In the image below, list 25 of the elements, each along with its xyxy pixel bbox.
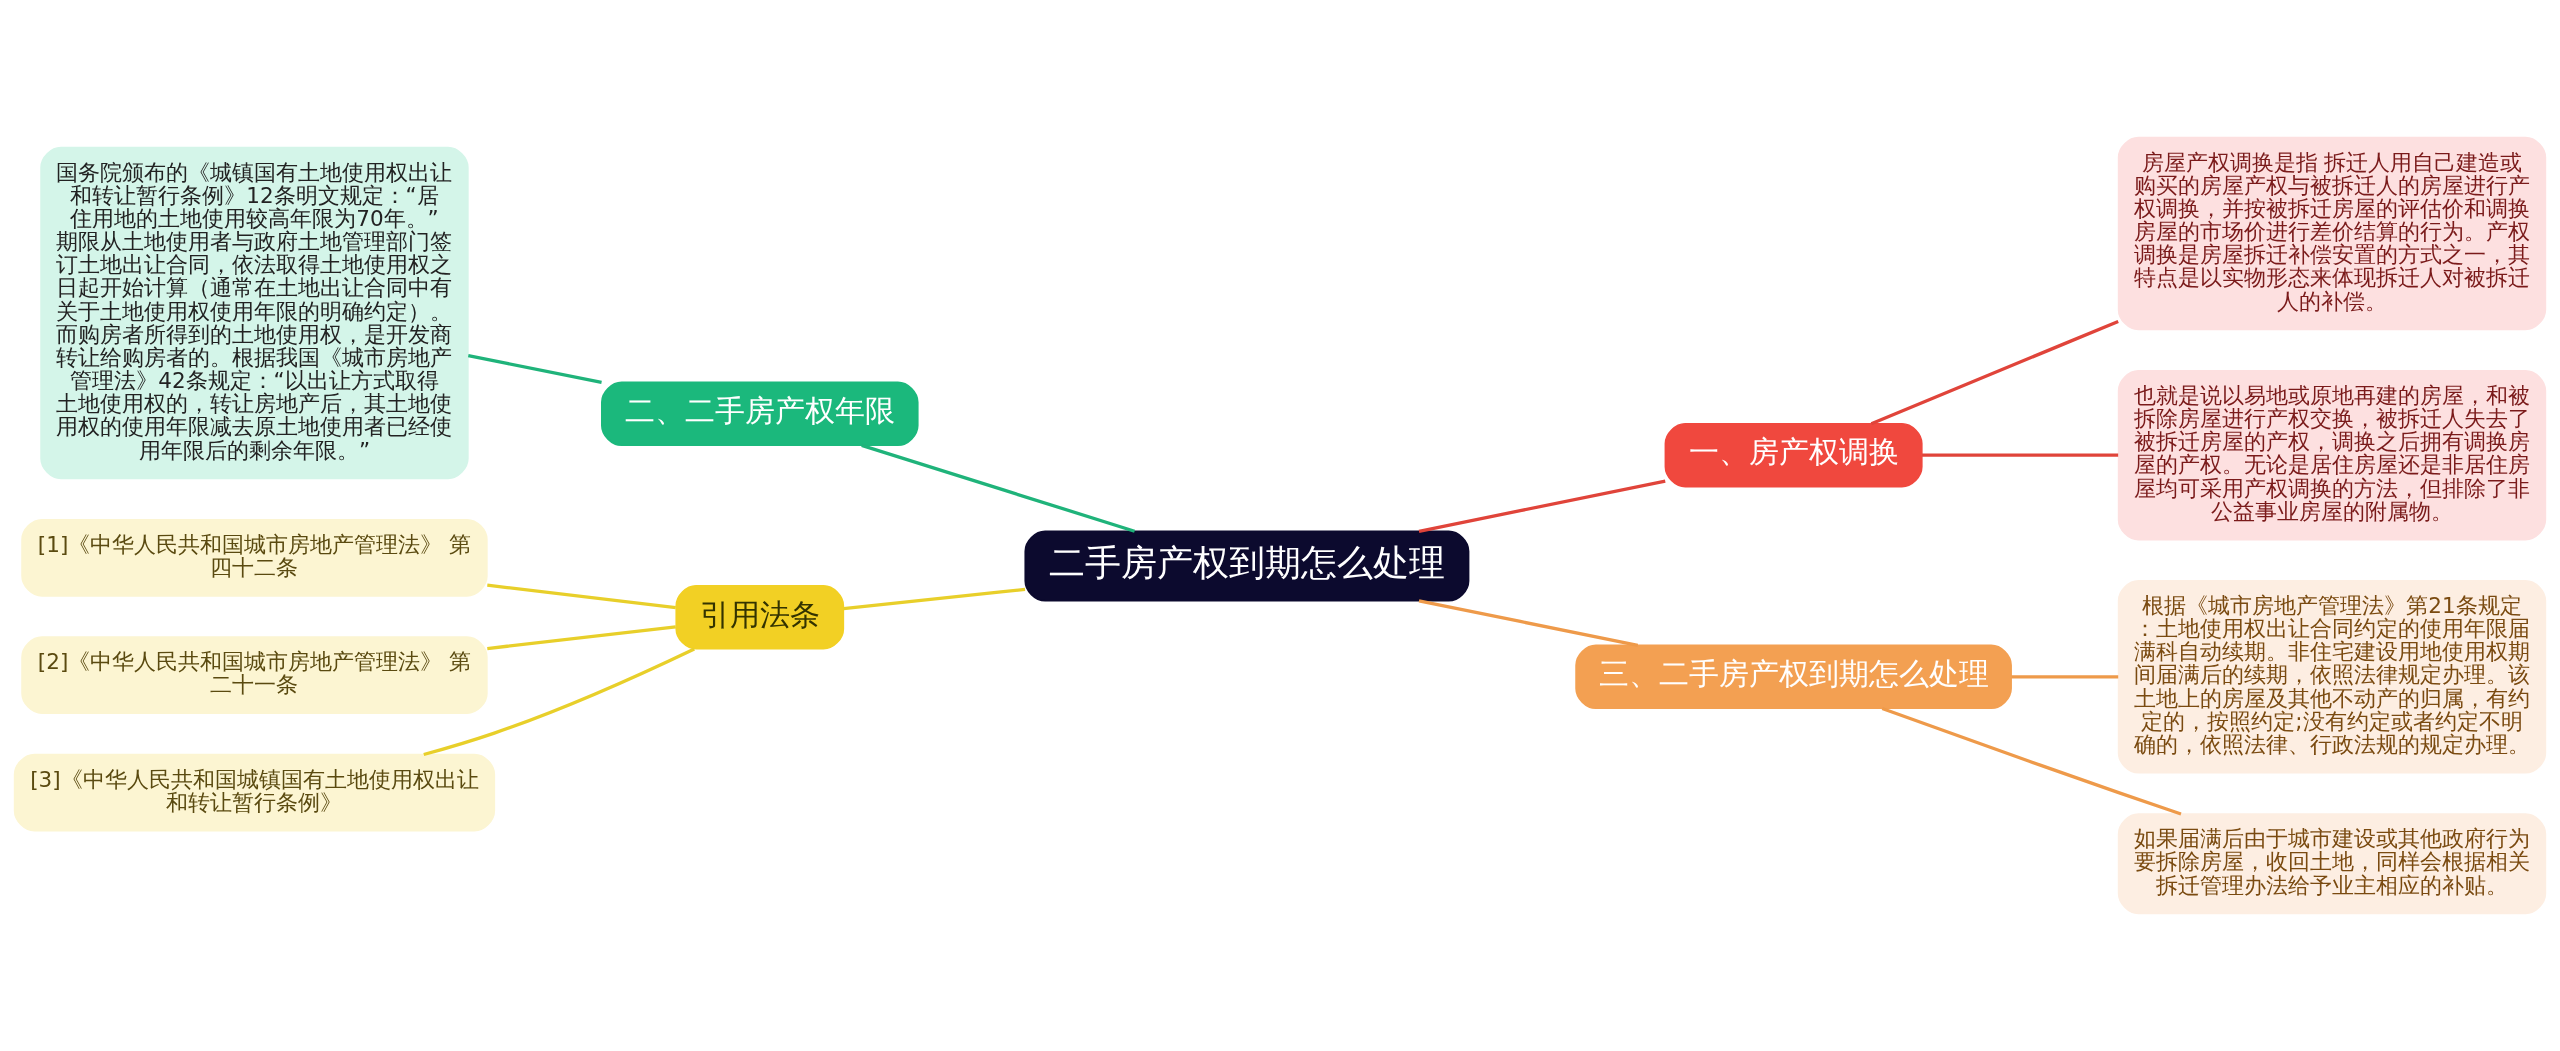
connector (1418, 479, 1666, 533)
node-box: [3]《中华人民共和国城镇国有土地使用权出让和转让暂行条例》 (13, 753, 496, 832)
node-box: 一、房产权调换 (1664, 422, 1923, 488)
node-box: [2]《中华人民共和国城市房地产管理法》 第二十一条 (21, 636, 488, 715)
connector (1922, 453, 2119, 457)
connector (843, 587, 1026, 611)
connector (861, 443, 1136, 533)
connector (487, 583, 676, 610)
node-box: 二手房产权到期怎么处理 (1024, 530, 1470, 602)
connector (1870, 319, 2119, 426)
node-box: 也就是说以易地或原地再建的房屋，和被拆除房屋进行产权交换，被拆迁人失去了被拆迁房屋的产权，调换之后拥有调换房屋的产权。无论是居住房屋还是非居住房屋均可采用产权调换的方法，但排除了非公益事业房屋的附属物。 (2117, 370, 2547, 541)
connector (487, 625, 676, 651)
connector (467, 353, 602, 384)
node-box: 如果届满后由于城市建设或其他政府行为要拆除房屋，收回土地，同样会根据相关拆迁管理办法给予业主相应的补贴。 (2117, 813, 2547, 915)
node-box: 二、二手房产权年限 (601, 381, 919, 447)
node-box: 国务院颁布的《城镇国有土地使用权出让和转让暂行条例》12条明文规定：“居住用地的土地使用较高年限为70年。”期限从土地使用者与政府土地管理部门签订土地出让合同，依法取得土地使用权之日起开始计算（通常在土地出让合同中有关于土地使用权使用年限的明确约定）。而购房者所得到的土地使用权，是开发商转让给购房者的。根据我国《城市房地产管理法》42条规定：“以出让方式取得土地使用权的，转让房地产后，其土地使用权的使用年限减去原土地使用者已经使用年限后的剩余年限。” (40, 146, 469, 480)
connector (423, 647, 695, 757)
node-box: 房屋产权调换是指 拆迁人用自己建造或购买的房屋产权与被拆迁人的房屋进行产权调换，并按被拆迁房屋的评估价和调换房屋的市场价进行差价结算的行为。产权调换是房屋拆迁补偿安置的方式之一，其特点是以实物形态来体现拆迁人对被拆迁人的补偿。 (2117, 136, 2547, 331)
node-box: [1]《中华人民共和国城市房地产管理法》 第四十二条 (21, 518, 488, 597)
connector (2011, 675, 2119, 679)
node-box: 根据《城市房地产管理法》第21条规定：土地使用权出让合同约定的使用年限届满科自动续期。非住宅建设用地使用权期间届满后的续期，依照法律规定办理。该土地上的房屋及其他不动产的归属，有约定的，按照约定;没有约定或者约定不明确的，依照法律、行政法规的规定办理。 (2117, 580, 2547, 774)
node-box: 三、二手房产权到期怎么处理 (1575, 644, 2012, 710)
connector (1881, 706, 2182, 816)
node-box: 引用法条 (675, 585, 845, 650)
connector (1418, 599, 1639, 648)
